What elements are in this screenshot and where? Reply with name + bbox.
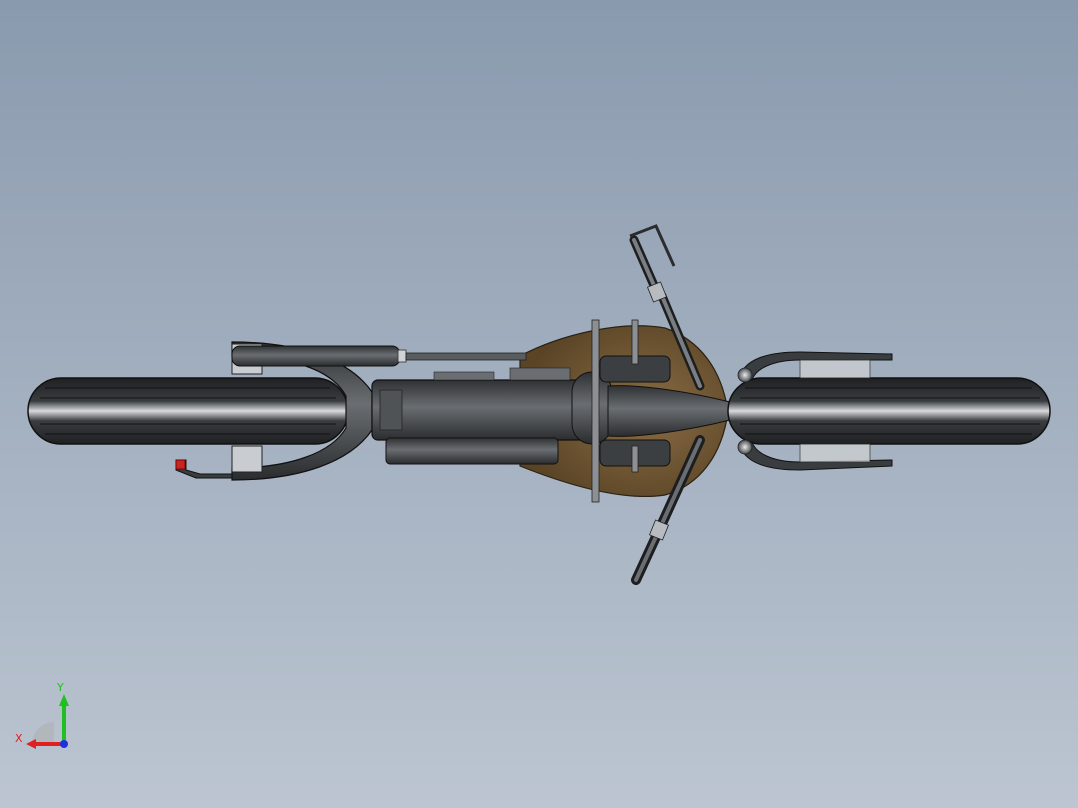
orientation-triad[interactable]: Y X <box>10 681 80 754</box>
front-fork[interactable] <box>737 351 893 471</box>
triad-svg <box>26 694 69 749</box>
front-wheel[interactable] <box>727 377 1051 445</box>
rear-swingarm[interactable] <box>231 341 527 481</box>
x-arrow-icon <box>26 739 36 749</box>
handlebar-upper[interactable] <box>629 224 705 391</box>
handlebar-lower[interactable] <box>631 435 705 585</box>
y-arrow-icon <box>59 694 69 706</box>
x-axis-label: X <box>15 732 23 745</box>
rear-wheel[interactable] <box>27 377 349 445</box>
triad-plane-icon <box>32 722 54 744</box>
y-axis-label: Y <box>57 681 64 694</box>
footpegs[interactable] <box>591 319 639 503</box>
frame-backbone[interactable] <box>371 371 731 465</box>
tail-light[interactable] <box>175 459 233 479</box>
z-axis-icon <box>60 740 68 748</box>
